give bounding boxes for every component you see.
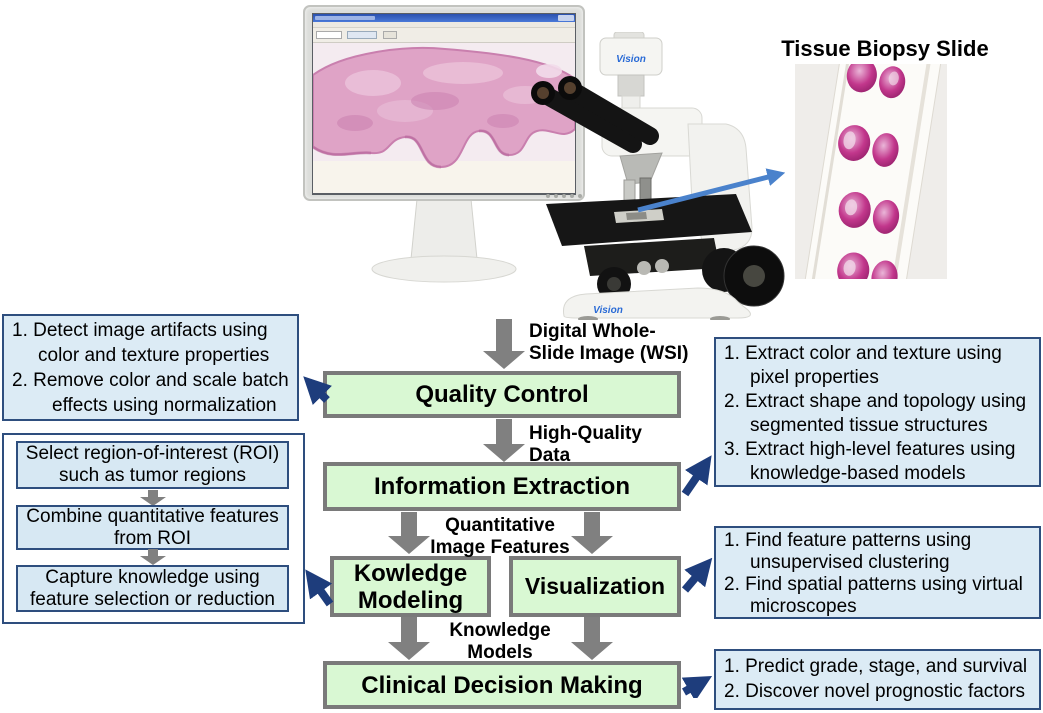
toolbar-buttons (347, 31, 377, 39)
monitor-stand (371, 199, 517, 283)
camera-brand-logo: Vision (616, 54, 646, 65)
arrow-km-left-icon (388, 617, 430, 660)
clinical-decision-making-label: Clinical Decision Making (361, 671, 643, 699)
roi-step-select: Select region-of-interest (ROI) such as … (16, 441, 289, 489)
visualization-box: Visualization (509, 556, 681, 617)
knowledge-modeling-box: Kowledge Modeling (330, 556, 491, 617)
cdm-annotation-box: 1. Predict grade, stage, and survival 2.… (714, 649, 1041, 710)
monitor (303, 5, 585, 201)
app-title-text (315, 16, 375, 20)
roi-arrow-1-icon (140, 490, 166, 506)
roi-arrow-2-icon (140, 549, 166, 565)
arrow-hq-down-icon (483, 419, 525, 462)
knowledge-modeling-label-line2: Modeling (357, 586, 464, 614)
arrow-qif-right-icon (571, 512, 613, 554)
app-toolbar (313, 28, 575, 43)
vis-to-right-arrow (681, 557, 713, 593)
information-extraction-box: Information Extraction (323, 462, 681, 511)
qc-to-left-arrow (303, 376, 333, 406)
qc-annotation-box: 1. Detect image artifacts using color an… (2, 314, 299, 421)
tissue-sections (837, 64, 906, 279)
vis-annotation-box: 1. Find feature patterns using unsupervi… (714, 526, 1041, 619)
microscope-illustration: Vision Vision (531, 32, 785, 320)
hq-arrow-label: High-Quality Data (529, 423, 642, 466)
app-titlebar (313, 14, 575, 22)
qif-arrow-label: Quantitative Image Features (430, 515, 570, 558)
cdm-to-right-arrow (681, 675, 713, 698)
arrow-qif-left-icon (388, 512, 430, 554)
knowledge-modeling-label-line1: Kowledge (353, 559, 468, 587)
visualization-label: Visualization (524, 573, 666, 599)
monitor-control-buttons (546, 194, 586, 199)
binocular-tube-icon (535, 85, 642, 153)
clinical-decision-making-box: Clinical Decision Making (323, 661, 681, 709)
toolbar-dropdown (383, 31, 397, 39)
arrow-km-right-icon (571, 617, 613, 660)
information-extraction-label: Information Extraction (373, 473, 631, 500)
quality-control-box: Quality Control (323, 371, 681, 418)
wsi-arrow-label: Digital Whole- Slide Image (WSI) (529, 321, 689, 364)
slide-pointer-arrow (637, 168, 786, 213)
tissue-slide-photo (795, 64, 947, 279)
roi-step-combine: Combine quantitative features from ROI (16, 505, 289, 550)
ie-to-right-arrow (681, 455, 712, 497)
km-to-left-arrow (305, 569, 334, 607)
roi-step-capture: Capture knowledge using feature selectio… (16, 565, 289, 612)
km-arrow-label: Knowledge Models (449, 620, 551, 663)
toolbar-field (316, 31, 342, 39)
window-buttons-icon (558, 15, 574, 21)
ie-annotation-box: 1. Extract color and texture using pixel… (714, 337, 1041, 487)
base-brand-logo: Vision (593, 305, 623, 316)
histology-image (313, 43, 575, 193)
arrow-wsi-down-icon (483, 319, 525, 369)
app-menubar (313, 22, 575, 28)
tissue-slide-title: Tissue Biopsy Slide (781, 36, 989, 61)
monitor-screen (312, 13, 576, 195)
roi-steps-container: Select region-of-interest (ROI) such as … (2, 433, 305, 624)
quality-control-label: Quality Control (415, 381, 589, 408)
